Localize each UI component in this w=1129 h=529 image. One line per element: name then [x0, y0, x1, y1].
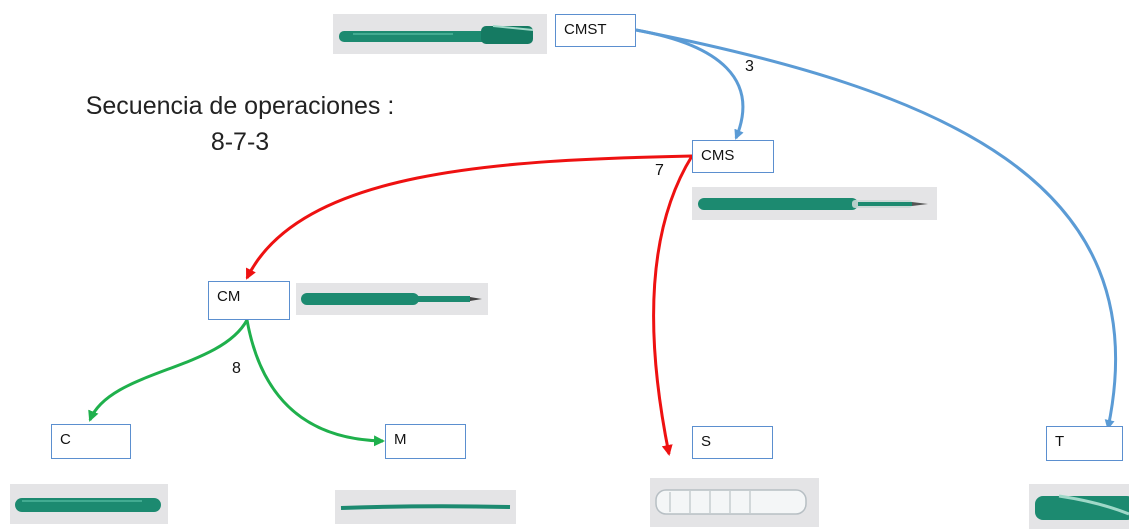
- sequence-title-line1: Secuencia de operaciones :: [85, 92, 395, 120]
- arrow-cmst-to-cms: [635, 28, 745, 140]
- pen-cap-photo: [1029, 484, 1129, 529]
- operation-7-label: 7: [655, 162, 664, 179]
- operation-3-label: 3: [745, 58, 754, 75]
- arrow-cm-to-m: [245, 319, 385, 447]
- pen-assembled-photo: [333, 14, 547, 54]
- sequence-title-line2: 8-7-3: [210, 128, 270, 157]
- pen-without-cap-photo: [692, 187, 937, 220]
- pen-refill-photo: [335, 490, 516, 524]
- arrow-cmst-to-t: [635, 28, 1118, 430]
- node-s: S: [692, 426, 773, 459]
- sequence-title: Secuencia de operaciones : 8-7-3: [0, 88, 480, 161]
- pen-body-photo: [10, 484, 168, 524]
- operation-8-label: 8: [232, 360, 241, 377]
- pen-sleeve-photo: [650, 478, 819, 527]
- arrow-cms-to-cm: [245, 154, 693, 280]
- arrow-cm-to-c: [88, 319, 249, 422]
- node-cm: CM: [208, 281, 290, 320]
- node-c: C: [51, 424, 131, 459]
- arrow-cms-to-s: [652, 155, 694, 456]
- node-cmst: CMST: [555, 14, 636, 47]
- pen-core-photo: [296, 283, 488, 315]
- node-t: T: [1046, 426, 1123, 461]
- node-cms: CMS: [692, 140, 774, 173]
- node-m: M: [385, 424, 466, 459]
